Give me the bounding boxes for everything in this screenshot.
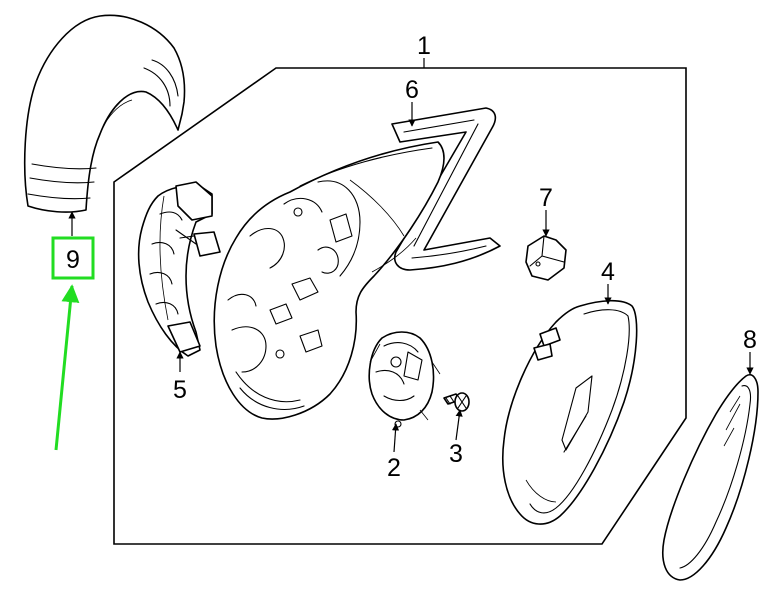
callout-5: 5 bbox=[173, 376, 187, 404]
callout-2: 2 bbox=[387, 454, 401, 482]
callout-9: 9 bbox=[66, 246, 80, 274]
part-8-mirror-glass[interactable] bbox=[662, 374, 759, 581]
callout-1: 1 bbox=[417, 32, 431, 60]
callout-6: 6 bbox=[405, 76, 419, 104]
part-4-mirror-holder[interactable] bbox=[501, 299, 638, 525]
callout-9-highlight-box bbox=[51, 236, 95, 280]
callout-7: 7 bbox=[539, 184, 553, 212]
callout-4: 4 bbox=[601, 258, 615, 286]
part-7-clip-cap[interactable] bbox=[525, 235, 567, 281]
part-9-mirror-cover[interactable] bbox=[23, 14, 186, 213]
part-5-wiring-harness[interactable] bbox=[137, 181, 221, 357]
leader-2 bbox=[391, 423, 400, 453]
part-2-mirror-actuator[interactable] bbox=[368, 331, 441, 428]
assembly-frame bbox=[113, 67, 687, 545]
callout-8: 8 bbox=[743, 326, 757, 354]
part-3-screw[interactable] bbox=[443, 392, 470, 412]
part-1-mirror-housing[interactable] bbox=[213, 141, 445, 420]
green-pointer-arrow bbox=[54, 284, 80, 451]
part-6-bezel-gasket[interactable] bbox=[391, 107, 501, 271]
callout-3: 3 bbox=[449, 440, 463, 468]
leader-3 bbox=[455, 409, 463, 441]
